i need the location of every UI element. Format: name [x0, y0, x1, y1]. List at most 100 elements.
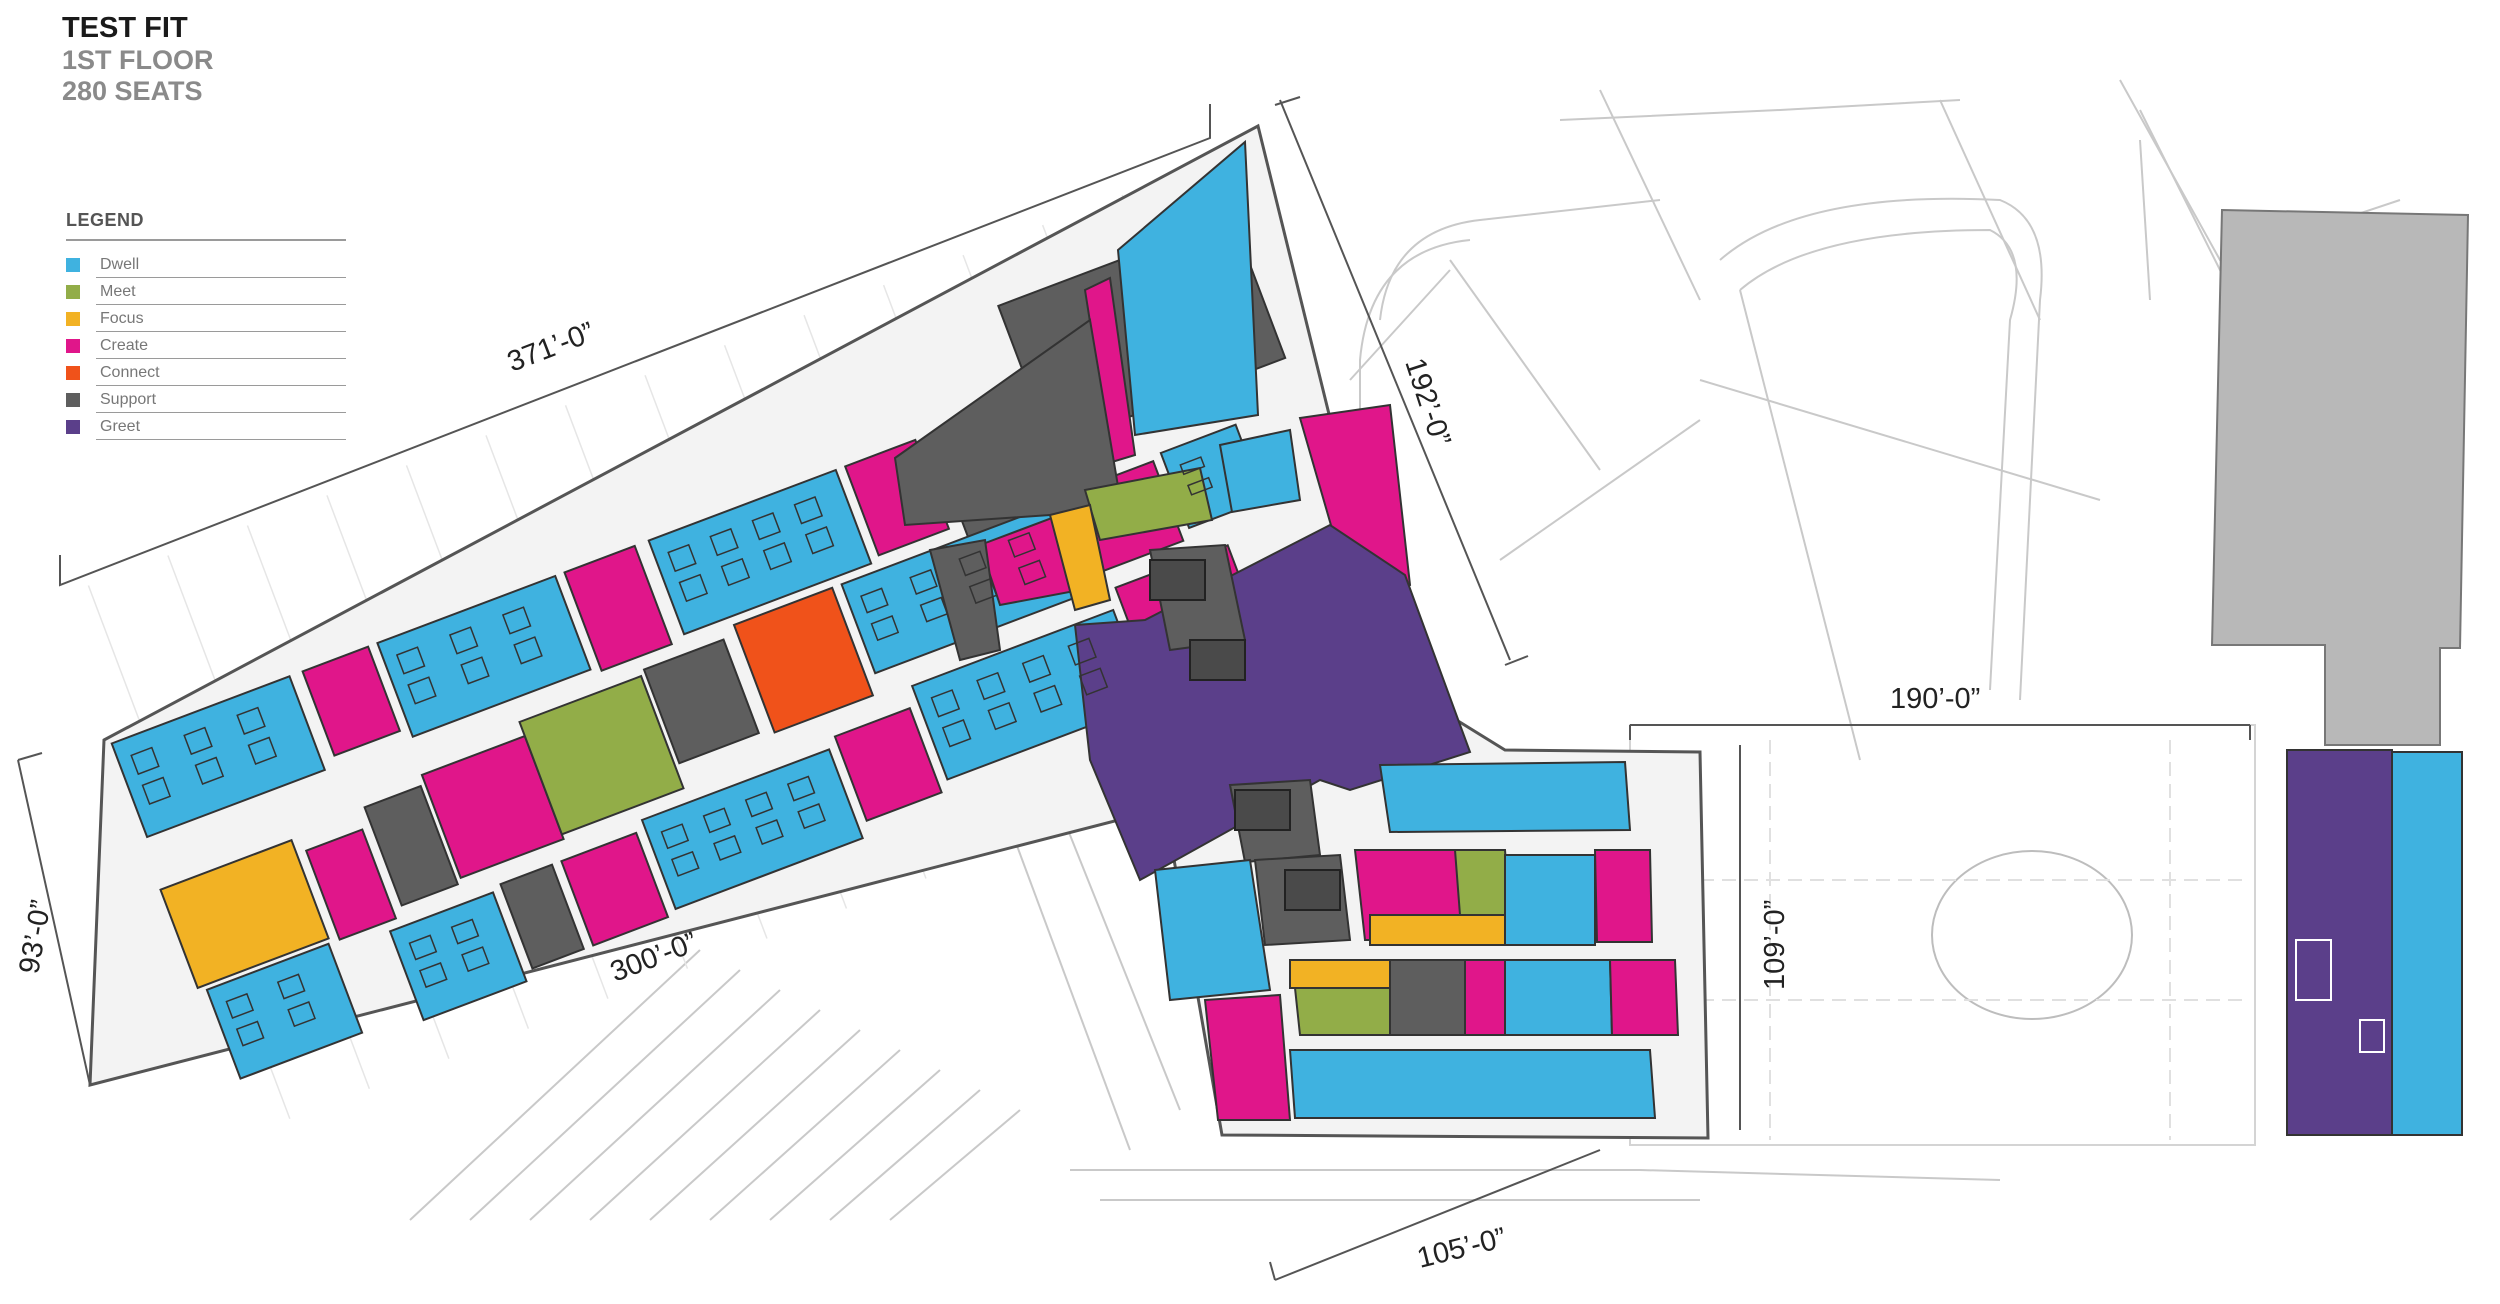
- desk: [501, 606, 532, 635]
- parking-stripe: [709, 1049, 901, 1221]
- parking-stripe: [649, 1029, 861, 1221]
- dimension-right-wing: 192’-0”: [1398, 354, 1456, 450]
- meet-zone: [1293, 987, 1391, 1036]
- create-zone: [301, 645, 402, 757]
- desk: [513, 636, 543, 665]
- legend-divider: [96, 385, 346, 386]
- create-zone: [563, 544, 674, 672]
- desk: [141, 776, 172, 805]
- create-zone: [1464, 959, 1506, 1036]
- legend-divider: [96, 412, 346, 413]
- desk: [448, 626, 479, 655]
- support-zone: [363, 784, 460, 907]
- dimension-left-end: 93’-0”: [13, 898, 57, 977]
- desk: [709, 527, 739, 557]
- desk: [678, 573, 709, 603]
- desk: [941, 719, 972, 748]
- desk: [1007, 531, 1037, 558]
- desk: [460, 656, 490, 685]
- dwell-zone: [1504, 959, 1614, 1036]
- dimension-top-length: 371’-0”: [503, 316, 599, 378]
- desk: [1067, 637, 1097, 666]
- desk: [968, 577, 998, 605]
- parking-stripe: [409, 949, 701, 1221]
- focus-zone: [1048, 503, 1112, 612]
- create-zone: [833, 706, 943, 822]
- desk: [870, 615, 900, 642]
- parking-stripe: [469, 969, 741, 1221]
- desk: [247, 736, 278, 765]
- desk: [744, 791, 774, 818]
- dwell-zone: [1116, 139, 1260, 437]
- desk: [287, 1001, 316, 1028]
- core-block: [1189, 639, 1246, 681]
- title-block: TEST FIT 1ST FLOOR 280 SEATS: [62, 12, 214, 107]
- dwell-zone: [1288, 1049, 1657, 1119]
- desk: [276, 973, 306, 1000]
- parking-stripe: [589, 1009, 821, 1221]
- desk: [976, 671, 1006, 701]
- desk: [1033, 684, 1063, 713]
- create-zone: [1203, 993, 1292, 1121]
- legend-item: Greet: [66, 413, 346, 440]
- parking-stripe: [529, 989, 781, 1221]
- dwell-zone: [647, 468, 873, 636]
- seat-count: 280 SEATS: [62, 76, 203, 107]
- floor-label: 1ST FLOOR: [62, 45, 214, 76]
- dwell-zone: [110, 675, 327, 839]
- legend-swatch: [66, 338, 80, 353]
- parking-stripe: [889, 1109, 1021, 1221]
- core-block: [1149, 559, 1206, 601]
- legend-divider: [96, 331, 346, 332]
- legend-item: Support: [66, 386, 346, 413]
- dimension-east-bottom: 105’-0”: [1414, 1222, 1509, 1275]
- support-zone: [642, 638, 761, 765]
- dimension-lot-width: 190’-0”: [1890, 683, 1980, 715]
- desk: [450, 918, 480, 945]
- connect-zone: [732, 586, 875, 734]
- core-block: [1234, 789, 1291, 831]
- desk: [713, 834, 742, 861]
- desk: [1078, 667, 1109, 696]
- focus-zone: [159, 838, 330, 990]
- plan-title: TEST FIT: [62, 12, 188, 44]
- create-zone: [420, 734, 565, 880]
- support-zone: [499, 863, 586, 970]
- desk: [236, 706, 266, 735]
- desk: [919, 596, 949, 623]
- desk: [1021, 654, 1052, 684]
- create-zone: [304, 828, 398, 941]
- legend-item: Connect: [66, 359, 346, 386]
- desk: [183, 726, 213, 756]
- legend-swatch: [66, 365, 80, 380]
- desk: [408, 934, 438, 961]
- desk: [762, 541, 793, 571]
- legend-swatch: [66, 284, 80, 299]
- legend-item: Meet: [66, 278, 346, 305]
- legend-label: Meet: [100, 282, 136, 300]
- desk: [130, 746, 160, 776]
- legend-item: Focus: [66, 305, 346, 332]
- legend-divider: [96, 439, 346, 440]
- parking-stripe: [829, 1089, 981, 1221]
- desk: [793, 496, 824, 525]
- desk: [461, 946, 490, 973]
- legend-item: Dwell: [66, 251, 346, 278]
- building-footprint: [88, 123, 1710, 1140]
- focus-zone: [1369, 914, 1506, 946]
- legend-divider: [96, 277, 346, 278]
- legend-swatch: [66, 257, 80, 272]
- legend-label: Greet: [100, 417, 141, 435]
- legend-heading: LEGEND: [66, 210, 346, 241]
- dwell-zone: [388, 891, 528, 1022]
- desk: [1187, 476, 1214, 496]
- desk: [804, 526, 835, 555]
- desk: [909, 568, 938, 595]
- legend-label: Create: [100, 336, 149, 354]
- desk: [930, 689, 961, 718]
- neighbor-building: [2210, 208, 2470, 1136]
- legend-label: Connect: [100, 363, 160, 381]
- legend-swatch: [66, 419, 80, 434]
- legend-swatch: [66, 311, 80, 326]
- desk: [235, 1020, 265, 1047]
